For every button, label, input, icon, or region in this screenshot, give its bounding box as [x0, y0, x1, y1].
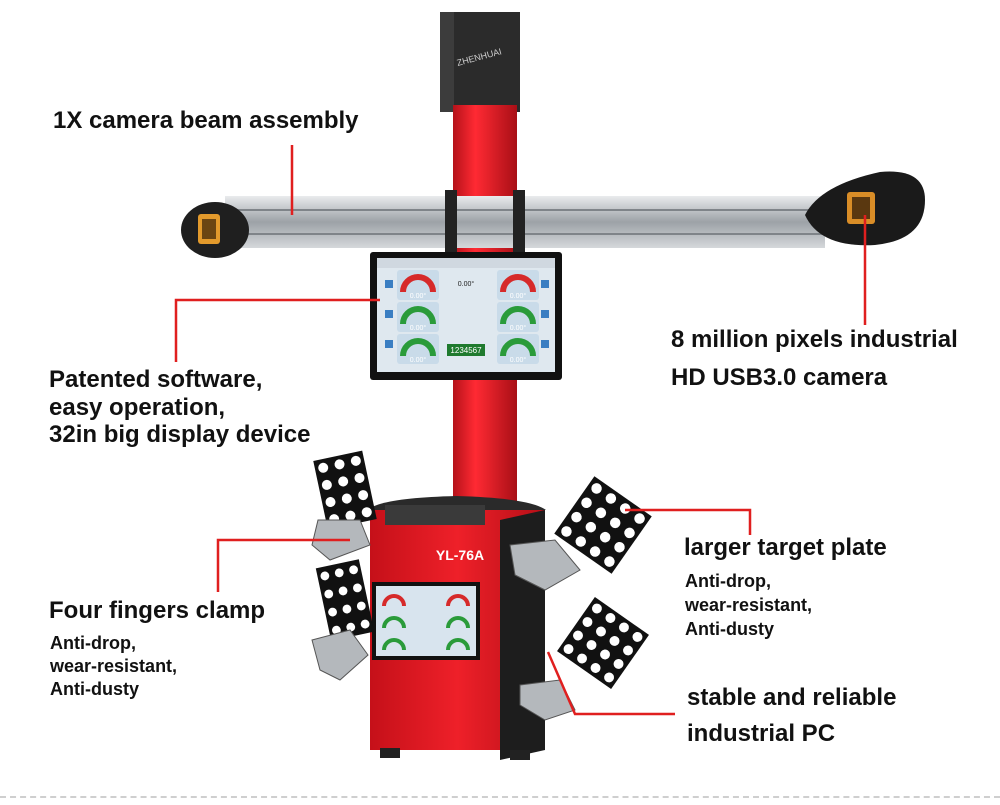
target-dot [318, 462, 329, 473]
target-dot [589, 546, 601, 557]
target-dot [634, 513, 645, 524]
gauge-reading: 0.00° [510, 292, 527, 300]
camera-label-line2: HD USB3.0 camera [671, 364, 888, 391]
target-plate-label: larger target plate [684, 534, 887, 561]
clamp-feature: Anti-drop, [50, 633, 136, 653]
target-dot [591, 603, 602, 614]
target-dot [613, 659, 624, 669]
target-dot [599, 531, 611, 543]
target-dot [338, 476, 349, 487]
target-dot [609, 517, 621, 529]
target-dot [320, 571, 330, 581]
target-dot [575, 536, 587, 547]
main-monitor: 0.00° 0.00° 0.00° 0.00° 0.00° 0.00° 0.00… [370, 252, 562, 380]
target-plate-upper-left [313, 450, 377, 530]
software-label-line3: 32in big display device [49, 421, 311, 448]
bottom-divider [0, 796, 1000, 798]
target-dot [328, 607, 337, 617]
leader-lines [174, 145, 867, 716]
gauge-reading: 0.00° [410, 356, 427, 364]
counter-readout: 1234567 [450, 346, 482, 355]
target-dot-grid [318, 455, 372, 525]
target-dot [325, 497, 336, 508]
target-dot [605, 493, 617, 504]
target-dot [360, 619, 370, 629]
gauge-reading: 0.00° [510, 356, 527, 364]
target-dot [595, 507, 607, 519]
target-dot [571, 511, 582, 523]
target-dot [596, 626, 606, 637]
target-dot [623, 645, 633, 656]
target-dot [353, 583, 362, 593]
target-dot [334, 568, 344, 578]
target-dot [632, 631, 643, 642]
target-dot [573, 630, 583, 641]
software-label-line2: easy operation, [49, 394, 226, 421]
target-dot [561, 526, 572, 537]
gauge-reading: 0.00° [410, 292, 427, 300]
target-dot [577, 653, 587, 664]
target-dot [341, 493, 352, 504]
target-dots [318, 455, 645, 683]
target-dot [345, 510, 356, 521]
column-top-cap: ZHENHUAI [440, 12, 520, 112]
target-dot [591, 483, 602, 494]
target-plate-upper-right [554, 476, 652, 574]
target-dot [338, 586, 348, 596]
target-dot [346, 622, 356, 632]
target-dot [581, 497, 592, 509]
right-camera [805, 171, 925, 246]
clamp-feature: wear-resistant, [50, 656, 178, 676]
target-dot [349, 565, 358, 575]
target-dot [586, 640, 597, 650]
right-clamp [509, 539, 581, 721]
target-feature: Anti-dusty [685, 619, 774, 639]
target-plate-lower-left [315, 559, 375, 641]
camera-label-line1: 8 million pixels industrial [671, 326, 958, 353]
pc-label-line2: industrial PC [687, 720, 836, 747]
clamp-feature: Anti-dusty [50, 679, 139, 699]
target-dot [624, 527, 635, 539]
target-dot [563, 644, 574, 655]
clamp-label: Four fingers clamp [49, 597, 266, 624]
target-dot [604, 672, 615, 683]
target-dot [619, 622, 629, 633]
target-dot [342, 604, 352, 614]
target-dot [332, 625, 341, 635]
target-dot [609, 636, 620, 646]
target-dot [358, 490, 369, 501]
target-dot [334, 459, 345, 470]
target-dot [321, 479, 332, 490]
target-dot [605, 613, 616, 623]
target-dot [604, 556, 615, 567]
camera-beam-label: 1X camera beam assembly [53, 107, 359, 134]
target-dot [582, 617, 593, 627]
gauge-reading: 0.00° [510, 324, 527, 332]
target-dot [350, 455, 361, 466]
target-dot-grid [320, 565, 370, 635]
target-feature: Anti-drop, [685, 571, 771, 591]
target-dot-grid [563, 603, 643, 683]
pc-label-line1: stable and reliable [687, 684, 897, 711]
software-label-line1: Patented software, [49, 366, 263, 393]
target-dot [324, 589, 334, 599]
target-plate-lower-right [557, 597, 649, 689]
target-feature: wear-resistant, [685, 595, 813, 615]
target-dot [614, 541, 625, 553]
target-dot-grid [561, 483, 645, 567]
target-dot [354, 472, 365, 483]
pc-cabinet: YL-76A [368, 496, 546, 760]
camera-beam [225, 190, 825, 252]
target-dot [590, 663, 601, 673]
left-camera [181, 202, 249, 258]
target-dot [361, 507, 372, 518]
target-dot [356, 601, 366, 611]
model-badge: YL-76A [436, 547, 484, 563]
target-dot [600, 649, 610, 660]
gauge-reading: 0.00° [410, 324, 427, 332]
target-dot [585, 521, 597, 533]
top-center-reading: 0.00° [458, 280, 475, 288]
